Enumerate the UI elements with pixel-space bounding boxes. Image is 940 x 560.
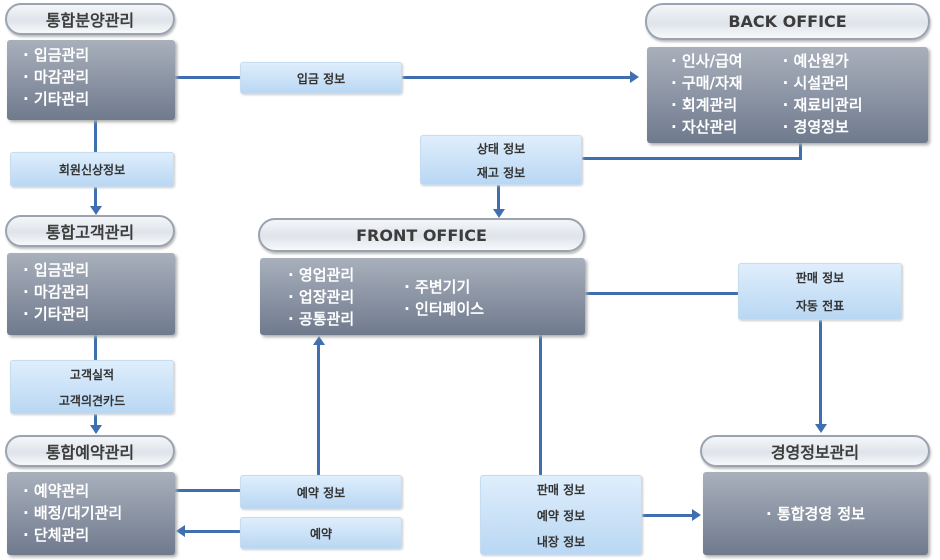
connector	[819, 318, 822, 424]
label-text: 회원신상정보	[58, 163, 126, 177]
back-office-box: 인사/급여구매/자재회계관리자산관리 예산원가시설관리재료비관리경영정보	[647, 47, 928, 143]
label-text: 상태 정보	[476, 141, 526, 156]
connector	[94, 412, 97, 426]
label-text: 예약 정보	[296, 485, 346, 500]
list-item: 업장관리	[288, 286, 354, 308]
label-text: 예약	[309, 526, 333, 541]
list-item: 입금관리	[23, 259, 175, 281]
connector	[175, 489, 240, 492]
label-text: 판매 정보	[536, 482, 586, 497]
list-item: 자산관리	[671, 116, 743, 138]
label-reservation-info: 예약 정보	[240, 475, 402, 509]
reservation-title: 통합예약관리	[5, 435, 175, 467]
customer-box: 입금관리마감관리기타관리	[7, 253, 175, 335]
label-text: 재고 정보	[476, 165, 526, 180]
bunyang-box: 입금관리마감관리기타관리	[7, 40, 175, 120]
arrow-icon	[814, 424, 827, 433]
connector	[94, 185, 97, 207]
arrow-icon	[176, 525, 185, 537]
management-title: 경영정보관리	[700, 435, 930, 467]
connector	[640, 514, 692, 517]
list-item: 마감관리	[23, 66, 175, 88]
list-item: 예약관리	[23, 480, 175, 502]
arrow-icon	[630, 71, 639, 83]
list-item: 통합경영 정보	[766, 503, 865, 525]
list-item: 주변기기	[404, 276, 484, 298]
list-item: 마감관리	[23, 281, 175, 303]
reservation-box: 예약관리배정/대기관리단체관리	[7, 472, 175, 555]
connector	[580, 157, 802, 160]
arrow-icon	[89, 206, 102, 215]
front-office-title: FRONT OFFICE	[258, 218, 585, 252]
list-item: 영업관리	[288, 264, 354, 286]
list-item: 기타관리	[23, 303, 175, 325]
list-item: 재료비관리	[783, 94, 863, 116]
label-text: 예약 정보	[536, 508, 586, 523]
list-item: 구매/자재	[671, 72, 743, 94]
label-text: 고객실적	[69, 367, 115, 382]
list-item: 예산원가	[783, 50, 863, 72]
list-item: 기타관리	[23, 88, 175, 110]
arrow-icon	[89, 425, 102, 434]
label-member: 회원신상정보	[10, 152, 174, 187]
connector	[317, 345, 320, 475]
list-item: 공통관리	[288, 308, 354, 330]
connector	[94, 335, 97, 360]
list-item: 회계관리	[671, 94, 743, 116]
label-text: 자동 전표	[795, 298, 845, 313]
connector	[799, 143, 802, 159]
connector	[175, 76, 240, 79]
list-item: 경영정보	[783, 116, 863, 138]
connector	[539, 335, 542, 475]
customer-title: 통합고객관리	[5, 215, 175, 247]
label-text: 내장 정보	[536, 534, 586, 549]
label-text: 판매 정보	[795, 271, 845, 286]
list-item: 시설관리	[783, 72, 863, 94]
list-item: 인터페이스	[404, 298, 484, 320]
connector	[400, 76, 630, 79]
list-item: 배정/대기관리	[23, 502, 175, 524]
back-office-title: BACK OFFICE	[645, 3, 930, 40]
connector	[185, 530, 240, 533]
bunyang-title: 통합분양관리	[5, 3, 175, 35]
label-deposit: 입금 정보	[240, 62, 402, 94]
arrow-icon	[692, 509, 701, 521]
list-item: 인사/급여	[671, 50, 743, 72]
front-office-box: 영업관리업장관리공통관리 주변기기인터페이스	[260, 258, 585, 335]
connector	[94, 120, 97, 152]
list-item: 입금관리	[23, 44, 175, 66]
label-text: 입금 정보	[296, 71, 346, 86]
arrow-icon	[492, 209, 505, 218]
list-item: 단체관리	[23, 524, 175, 546]
arrow-icon	[312, 336, 325, 345]
label-reservation: 예약	[240, 517, 402, 549]
connector	[585, 292, 738, 295]
connector	[497, 183, 500, 210]
management-box: 통합경영 정보	[703, 472, 928, 555]
label-text: 고객의견카드	[58, 393, 126, 408]
